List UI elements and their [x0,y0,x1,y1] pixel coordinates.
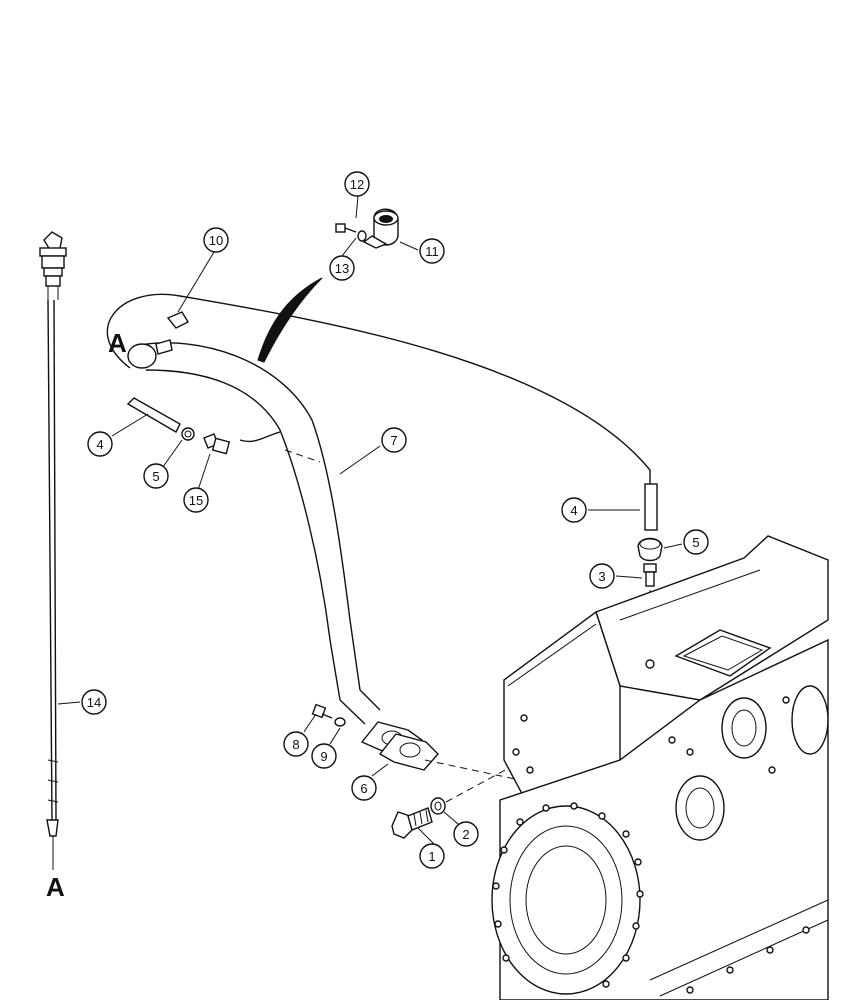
svg-text:3: 3 [598,569,605,584]
svg-text:5: 5 [152,469,159,484]
callout-4-right: 4 [561,497,587,523]
svg-text:10: 10 [209,233,223,248]
svg-text:1: 1 [428,849,435,864]
callout-11: 11 [419,238,445,264]
svg-text:14: 14 [87,695,101,710]
callout-12: 12 [344,171,370,197]
flange-gasket [360,721,521,781]
dipstick [39,231,67,870]
ring-5-left-part [181,427,195,441]
bolt-12-part [335,223,357,233]
svg-text:12: 12 [350,177,364,192]
transmission-housing [491,535,829,1000]
svg-text:15: 15 [189,493,203,508]
clamp-11-part [362,208,399,249]
leader-lines [57,195,683,845]
bolt-8-part [311,703,333,719]
washer-13-part [357,230,367,242]
callout-4-left: 4 [87,431,113,457]
svg-text:11: 11 [425,244,439,259]
tube-4-right-part [644,483,658,531]
callout-10: 10 [203,227,229,253]
ring-5-right-part [637,537,663,562]
callout-15: 15 [183,487,209,513]
svg-text:6: 6 [360,781,367,796]
svg-text:9: 9 [320,749,327,764]
svg-text:8: 8 [292,737,299,752]
svg-text:2: 2 [462,827,469,842]
svg-text:4: 4 [96,437,103,452]
callout-9: 9 [311,743,337,769]
callout-5-right: 5 [683,529,709,555]
callout-8: 8 [283,731,309,757]
washer-2-part [430,761,521,815]
callout-7: 7 [381,427,407,453]
washer-9-part [334,717,346,727]
callout-13: 13 [329,255,355,281]
fitting-15-part [203,433,231,455]
svg-text:5: 5 [692,535,699,550]
callout-1: 1 [419,843,445,869]
tube-4-left-part [126,397,181,433]
fill-tube [106,277,651,725]
bolt-1-part [391,807,433,839]
svg-text:13: 13 [335,261,349,276]
callout-2: 2 [453,821,479,847]
callout-6: 6 [351,775,377,801]
callout-3: 3 [589,563,615,589]
plug-10-part [166,311,189,329]
callout-5-left: 5 [143,463,169,489]
view-label-a-top: A [108,328,127,358]
callout-14: 14 [81,689,107,715]
svg-text:4: 4 [570,503,577,518]
svg-text:7: 7 [390,433,397,448]
view-label-a-bottom: A [46,872,65,902]
